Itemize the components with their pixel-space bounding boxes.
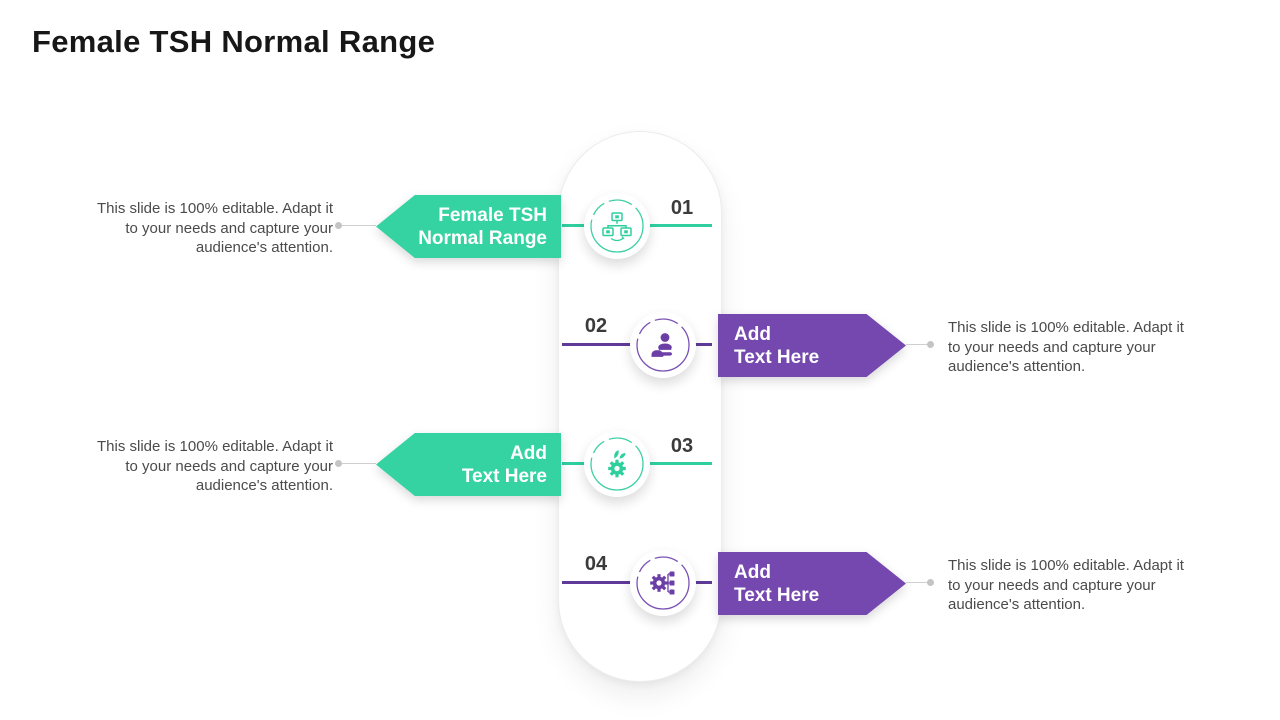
step-02-number: 02 bbox=[584, 315, 608, 337]
step-03-label-line1: Add bbox=[510, 442, 547, 464]
step-02-label-line2: Text Here bbox=[734, 346, 820, 368]
step-02-label-line1: Add bbox=[734, 323, 771, 345]
step-04-description[interactable]: This slide is 100% editable. Adapt it to… bbox=[948, 557, 1184, 613]
step-01-connector-line bbox=[342, 225, 376, 226]
step-03-connector-dot bbox=[335, 460, 342, 467]
step-02-banner[interactable]: Add Text Here bbox=[718, 314, 906, 377]
step-01-label-line2: Normal Range bbox=[418, 227, 547, 249]
step-04-connector-dot bbox=[927, 579, 934, 586]
step-01-connector-dot bbox=[335, 222, 342, 229]
step-04-number: 04 bbox=[584, 553, 608, 575]
step-04-label-line2: Text Here bbox=[734, 584, 820, 606]
gear-flowchart-icon bbox=[636, 556, 690, 610]
step-02-connector-line bbox=[906, 344, 934, 345]
step-03-label-line2: Text Here bbox=[461, 465, 547, 487]
step-01-medallion bbox=[584, 193, 650, 259]
step-04-connector-line bbox=[906, 582, 934, 583]
slide-title[interactable]: Female TSH Normal Range bbox=[32, 24, 436, 59]
step-03-medallion bbox=[584, 431, 650, 497]
step-01-description[interactable]: This slide is 100% editable. Adapt it to… bbox=[97, 200, 333, 256]
step-02-medallion bbox=[630, 312, 696, 378]
step-04-banner[interactable]: Add Text Here bbox=[718, 552, 906, 615]
step-02-connector-dot bbox=[927, 341, 934, 348]
step-04-medallion bbox=[630, 550, 696, 616]
step-03-description[interactable]: This slide is 100% editable. Adapt it to… bbox=[97, 438, 333, 494]
step-03-connector-line bbox=[342, 463, 376, 464]
step-01-banner[interactable]: Female TSH Normal Range bbox=[376, 195, 561, 258]
step-03-number: 03 bbox=[670, 435, 694, 457]
step-01-number: 01 bbox=[670, 197, 694, 219]
network-computers-icon bbox=[590, 199, 644, 253]
step-04-label-line1: Add bbox=[734, 561, 771, 583]
step-01-label-line1: Female TSH bbox=[438, 204, 547, 226]
step-03-banner[interactable]: Add Text Here bbox=[376, 433, 561, 496]
step-02-description[interactable]: This slide is 100% editable. Adapt it to… bbox=[948, 319, 1184, 375]
hand-holding-person-icon bbox=[636, 318, 690, 372]
gear-leaves-icon bbox=[590, 437, 644, 491]
